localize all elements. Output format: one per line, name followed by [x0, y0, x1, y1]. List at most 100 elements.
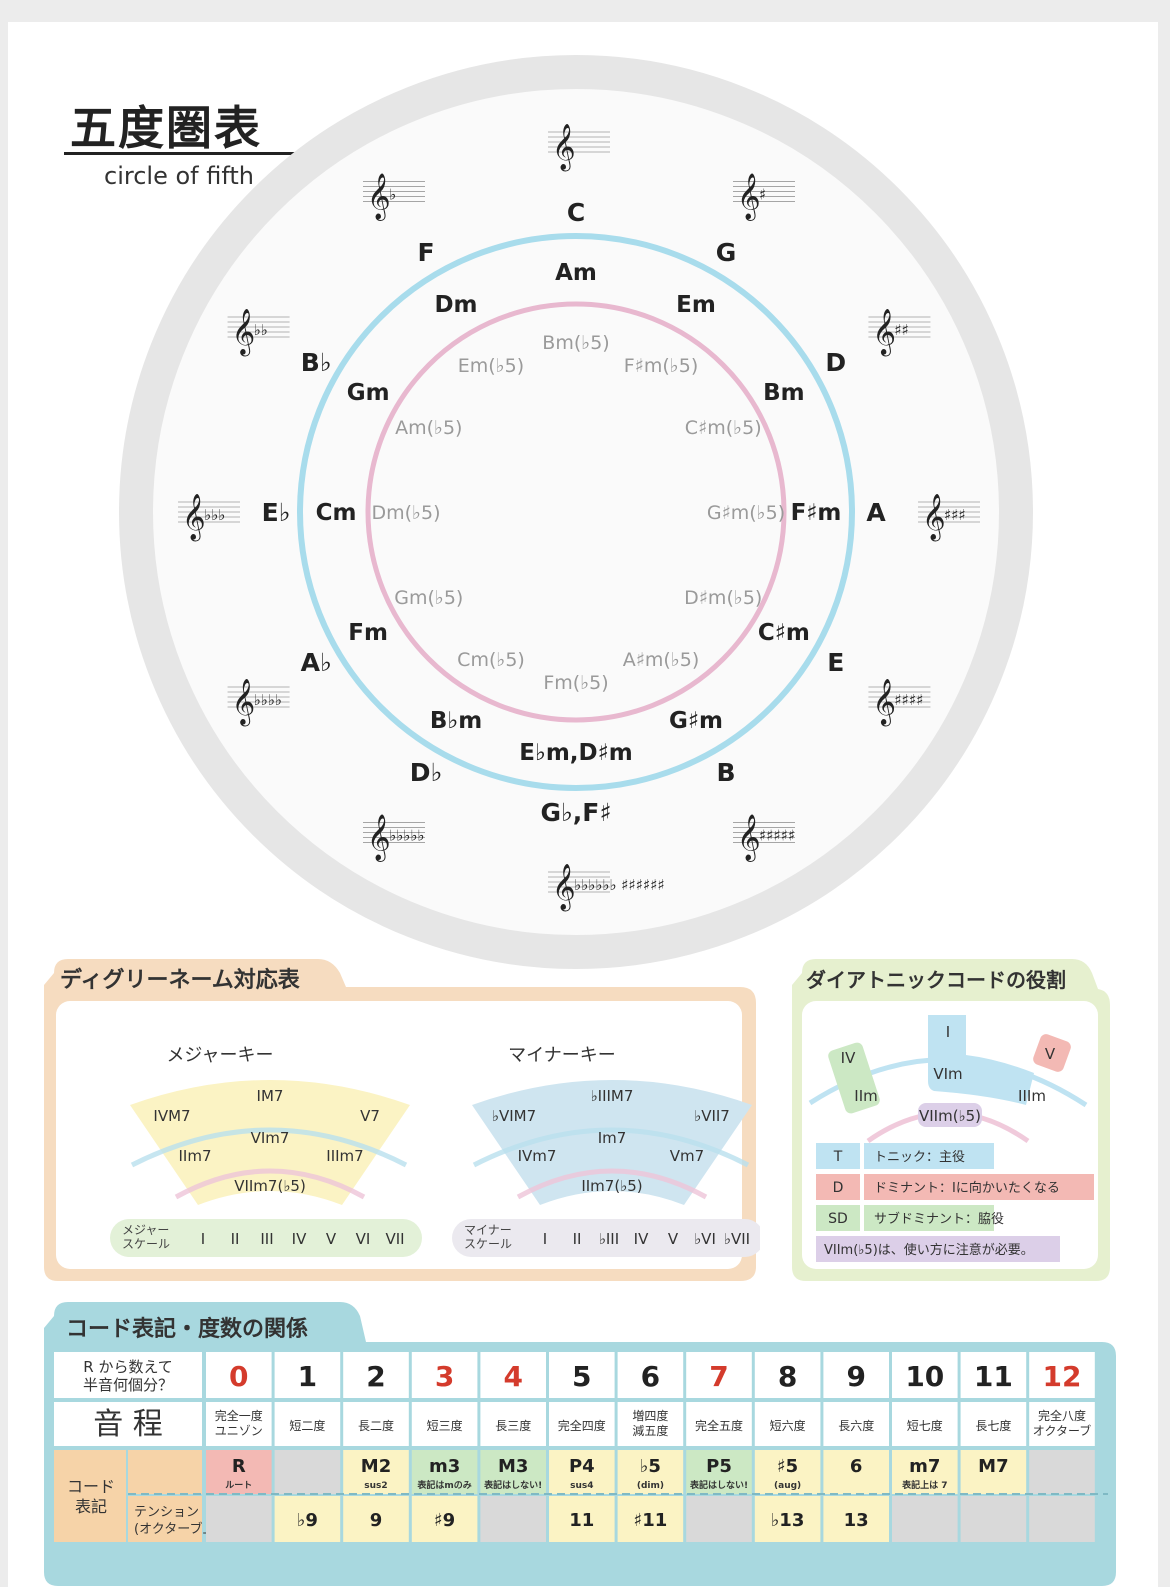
semitone-cell [1029, 1352, 1095, 1398]
degree-panel-title: ディグリーネーム対応表 [60, 967, 301, 993]
diatonic-chord-label: VIIm(♭5) [919, 1107, 981, 1125]
scale-degree: III [260, 1230, 273, 1248]
legend-code-box [816, 1143, 860, 1169]
interval-header: 音 程 [93, 1407, 163, 1442]
diatonic-chord-label: IIIm [1018, 1087, 1046, 1105]
interval-name: 長三度 [495, 1418, 531, 1433]
minor-key-label: Gm [347, 380, 390, 406]
interval-table-panel: コード表記・度数の関係R から数えて半音何個分？音 程コード表記テンション(オク… [44, 1302, 1116, 1586]
title-underline [64, 152, 308, 155]
chord-cell [754, 1450, 821, 1494]
scale-degree: II [231, 1230, 240, 1248]
minor-key-label: E♭m,D♯m [519, 740, 632, 766]
diminished-chord-label: Cm(♭5) [457, 649, 525, 671]
major-key-label: G♭,F♯ [541, 798, 612, 827]
tension-value: ♭9 [297, 1510, 318, 1531]
tension-cell [343, 1496, 409, 1542]
chord-cell [617, 1450, 684, 1494]
treble-clef-icon: 𝄞 [737, 174, 761, 222]
semitone-cell [549, 1352, 615, 1398]
interval-name: 短二度 [289, 1418, 325, 1433]
chord-cell [1029, 1450, 1095, 1494]
minor-key-label: B♭m [430, 708, 482, 734]
chord-cell [892, 1450, 958, 1494]
scale-degree: IV [634, 1230, 649, 1248]
semitone-cell [754, 1352, 821, 1398]
semitone-cell [343, 1352, 409, 1398]
legend-text-box [864, 1143, 994, 1169]
accidentals: ♯♯♯♯ [894, 691, 923, 709]
fan-arc-outer [130, 1127, 408, 1168]
degree-chord-label: ♭IIIM7 [591, 1087, 634, 1105]
tension-cell [823, 1496, 889, 1542]
interval-header-cell [54, 1402, 202, 1446]
vii-shape [918, 1103, 982, 1127]
chord-cell [823, 1450, 889, 1494]
chord-note: (aug) [774, 1481, 801, 1491]
interval-cell [411, 1402, 478, 1446]
key-signature: 𝄞♯♯♯♯♯ [733, 814, 795, 862]
treble-clef-icon: 𝄞 [552, 124, 576, 172]
outer-ring [119, 55, 1033, 969]
major-key-label: A [866, 498, 886, 527]
key-signature: 𝄞♭♭♭♭♭ [363, 814, 425, 862]
interval-cell [960, 1402, 1027, 1446]
accidentals: ♭ [389, 186, 396, 204]
scale-degree: V [326, 1230, 337, 1248]
subdominant-shape [828, 1042, 880, 1114]
accidentals: ♯♯ [894, 321, 909, 339]
semitone-cell [480, 1352, 546, 1398]
degree-chord-label: ♭VII7 [694, 1107, 730, 1125]
tension-cell [754, 1496, 821, 1542]
treble-clef-icon: 𝄞 [232, 679, 256, 727]
minor-key-label: F♯m [791, 500, 842, 526]
fan-arc-outer [472, 1127, 750, 1168]
semitone-value: 1 [298, 1360, 317, 1393]
interval-name: 完全一度ユニゾン [215, 1408, 263, 1438]
diatonic-chord-label: V [1045, 1045, 1056, 1063]
semitone-cell [960, 1352, 1027, 1398]
diminished-chord-label: Gm(♭5) [394, 587, 463, 609]
diatonic-chord-label: I [946, 1023, 950, 1041]
major-key-label: G [716, 238, 737, 267]
semitone-value: 2 [366, 1360, 385, 1393]
degree-chord-label: ♭VIM7 [492, 1107, 536, 1125]
diminished-chord-label: Dm(♭5) [371, 502, 440, 524]
chord-cell [960, 1450, 1027, 1494]
semitone-value: 11 [974, 1360, 1013, 1393]
treble-clef-icon: 𝄞 [872, 679, 896, 727]
chord-note: sus4 [570, 1481, 593, 1491]
chord-cell [480, 1450, 546, 1494]
interval-name: 長二度 [358, 1418, 394, 1433]
scale-degree: I [201, 1230, 205, 1248]
scale-degree: ♭VI [694, 1230, 716, 1248]
interval-panel-title: コード表記・度数の関係 [66, 1316, 308, 1342]
legend-text-box [864, 1205, 994, 1231]
fan-arc-inner [174, 1168, 366, 1200]
accidentals: ♯♯♯♯♯ [759, 826, 795, 844]
chord-cell [343, 1450, 409, 1494]
legend-text: ドミナント：Iに向かいたくなる [874, 1180, 1060, 1196]
semitone-value: 7 [709, 1360, 728, 1393]
diminished-chord-label: Em(♭5) [458, 355, 524, 377]
interval-cell [823, 1402, 889, 1446]
minor-key-label: Bm [763, 380, 805, 406]
diatonic-chord-label: VIm [933, 1065, 962, 1083]
tension-value: ♯11 [634, 1510, 668, 1531]
diminished-chord-label: A♯m(♭5) [623, 649, 700, 671]
degree-chord-label: IM7 [257, 1087, 284, 1105]
key-signature: 𝄞♯♯♯♯ [868, 679, 931, 727]
interval-name: 長七度 [975, 1418, 1011, 1433]
major-key-label: B [716, 758, 735, 787]
semitone-value: 12 [1043, 1360, 1082, 1393]
diminished-chord-label: Am(♭5) [395, 417, 462, 439]
major-key-label: A♭ [301, 648, 332, 677]
scale-degree: V [668, 1230, 679, 1248]
diminished-chord-label: D♯m(♭5) [684, 587, 762, 609]
chord-note: 表記はしない! [689, 1479, 748, 1491]
key-signature: 𝄞♯ [733, 174, 795, 222]
major-ring [297, 233, 855, 791]
chord-notation: M7 [978, 1456, 1008, 1477]
tension-header-cell [128, 1496, 202, 1542]
